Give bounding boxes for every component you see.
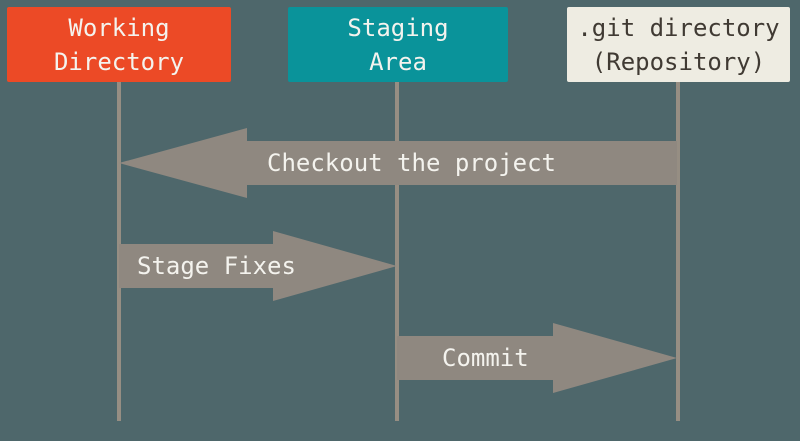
- right-arrow-icon: [119, 231, 397, 301]
- checkout-arrow-label: Checkout the project: [267, 149, 556, 177]
- left-arrow-icon: [119, 128, 677, 198]
- staging-area-label-line2: Area: [369, 47, 427, 76]
- checkout-arrow: Checkout the project: [119, 128, 677, 198]
- git-directory-lifeline: [676, 78, 680, 421]
- staging-area-lifeline: [395, 78, 399, 421]
- stage-fixes-arrow-label: Stage Fixes: [137, 252, 296, 280]
- git-directory-box: .git directory (Repository): [567, 7, 790, 82]
- commit-arrow: Commit: [397, 323, 677, 393]
- working-directory-box: Working Directory: [7, 7, 231, 82]
- git-directory-label-line1: .git directory: [577, 13, 780, 42]
- commit-arrow-label: Commit: [442, 344, 529, 372]
- stage-fixes-arrow: Stage Fixes: [119, 231, 397, 301]
- working-directory-label-line1: Working: [68, 13, 170, 42]
- staging-area-box: Staging Area: [288, 7, 508, 82]
- right-arrow-icon: [397, 323, 677, 393]
- working-directory-label-line2: Directory: [53, 47, 185, 76]
- git-directory-label-line2: (Repository): [591, 47, 766, 76]
- staging-area-label-line1: Staging: [347, 13, 449, 42]
